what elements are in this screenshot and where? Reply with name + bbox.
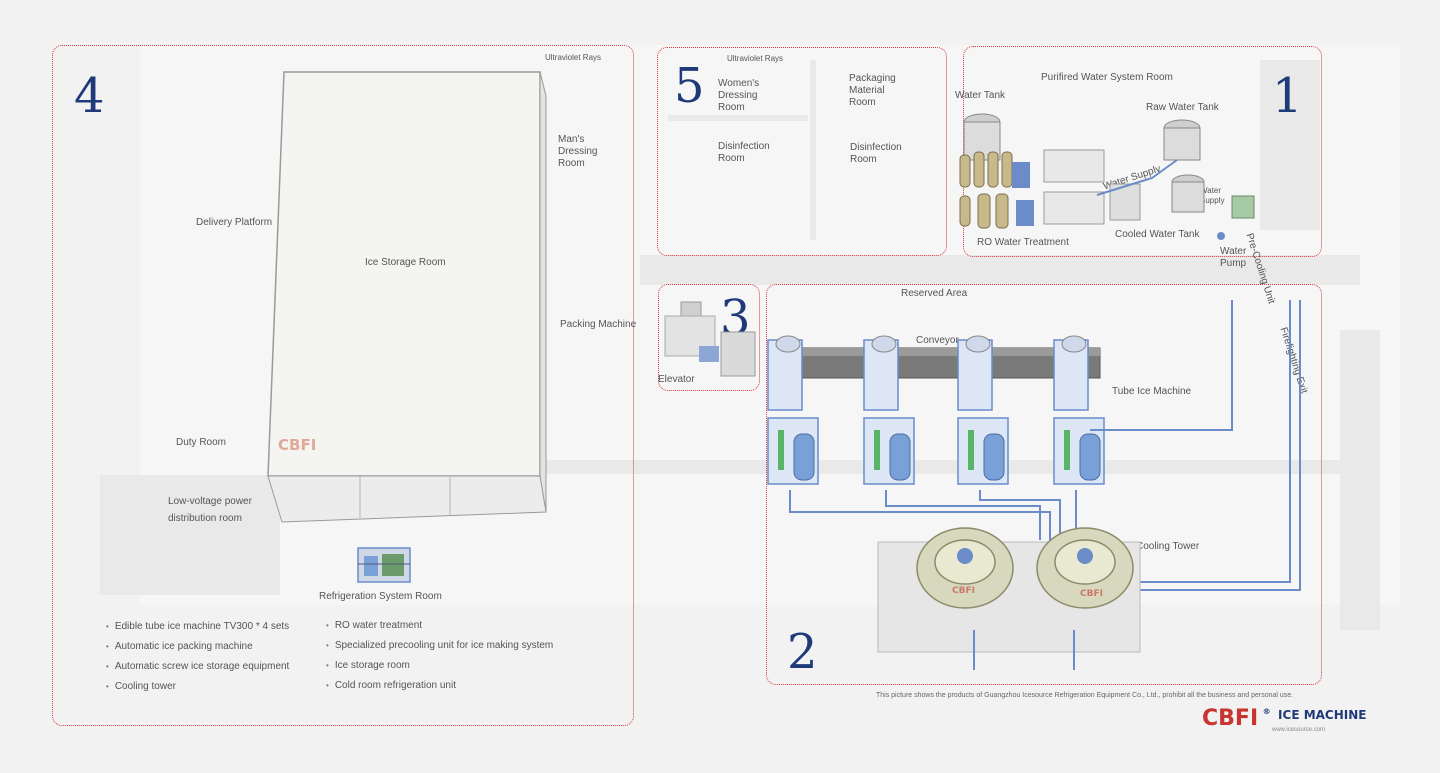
water-supply-label-2: Water Supply	[1200, 186, 1225, 205]
purified-water-room-label: Purifired Water System Room	[1041, 72, 1173, 83]
water-treatment-equipment	[959, 113, 1255, 240]
refrigeration-unit	[357, 547, 411, 583]
ultraviolet-label-4: Ultraviolet Rays	[545, 53, 602, 62]
zone-5	[657, 47, 947, 256]
zone-4	[52, 45, 634, 726]
womens-dressing-room-label: Women's Dressing Room	[718, 78, 760, 113]
equipment-item: Automatic ice packing machine	[106, 641, 289, 652]
cbfi-watermark: CBFI	[278, 436, 317, 454]
water-pump-label: Water Pump	[1220, 246, 1247, 269]
reserved-area-label: Reserved Area	[901, 288, 968, 299]
brand-logo-text: CBFI	[1202, 706, 1259, 731]
mans-dressing-room-label: Man's Dressing Room	[558, 134, 598, 169]
tube-ice-machine-label: Tube Ice Machine	[1112, 386, 1192, 397]
equipment-item: Cold room refrigeration unit	[326, 680, 553, 691]
zone-2	[766, 284, 1322, 685]
zone-3	[658, 284, 760, 391]
brand-reg-mark: ®	[1262, 707, 1271, 716]
cooling-tower-label: Cooling Tower	[1136, 541, 1200, 552]
disinfection-room-2-label: Disinfection Room	[850, 142, 902, 165]
low-voltage-room-label: Low-voltage power distribution room	[168, 496, 252, 524]
cooling-tower-logo-1: CBFI	[952, 586, 975, 596]
equipment-item: Specialized precooling unit for ice maki…	[326, 640, 553, 651]
copyright-footnote: This picture shows the products of Guang…	[876, 692, 1294, 699]
zone-2-number: 2	[787, 624, 818, 680]
equipment-item: Edible tube ice machine TV300 * 4 sets	[106, 621, 289, 632]
brand-url: www.icesource.com	[1272, 727, 1326, 733]
equipment-item: Automatic screw ice storage equipment	[106, 661, 290, 672]
elevator-label: Elevator	[658, 374, 695, 385]
delivery-platform-label: Delivery Platform	[196, 217, 273, 228]
zone-1-number: 1	[1272, 68, 1303, 124]
equipment-item: RO water treatment	[326, 620, 553, 631]
zone-5-number: 5	[674, 58, 705, 114]
ultraviolet-label-5: Ultraviolet Rays	[727, 54, 784, 63]
elevator-equipment	[664, 301, 756, 377]
cooled-water-tank-label: Cooled Water Tank	[1115, 229, 1200, 240]
raw-water-tank-label: Raw Water Tank	[1146, 102, 1219, 113]
duty-room-label: Duty Room	[176, 437, 227, 448]
disinfection-room-1-label: Disinfection Room	[718, 141, 770, 164]
packaging-material-room-label: Packaging Material Room	[849, 73, 896, 108]
ice-production-equipment	[767, 300, 1301, 670]
equipment-item: Ice storage room	[326, 660, 553, 671]
conveyor-label: Conveyor	[916, 335, 959, 346]
ice-storage-room-label: Ice Storage Room	[365, 257, 446, 268]
ice-storage-room-box	[267, 71, 547, 523]
brand-logo: CBFI ® ICE MACHINE	[1202, 706, 1366, 731]
equipment-list-right: RO water treatment Specialized precoolin…	[326, 620, 553, 700]
water-tank-label: Water Tank	[955, 90, 1006, 101]
cooling-tower-logo-2: CBFI	[1080, 589, 1103, 599]
equipment-item: Cooling tower	[106, 681, 289, 692]
packing-machine-label: Packing Machine	[560, 319, 637, 330]
brand-product-text: ICE MACHINE	[1278, 708, 1367, 722]
zone-4-number: 4	[74, 68, 105, 124]
ro-water-treatment-label: RO Water Treatment	[977, 237, 1069, 248]
refrigeration-room-label: Refrigeration System Room	[319, 591, 442, 602]
equipment-list-left: Edible tube ice machine TV300 * 4 sets A…	[106, 621, 290, 701]
